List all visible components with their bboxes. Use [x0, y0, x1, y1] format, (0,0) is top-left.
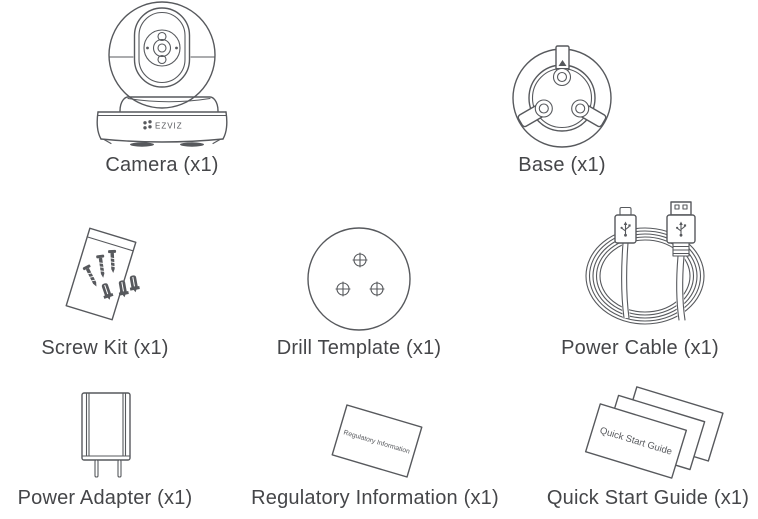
- base-screw-hole: [552, 67, 572, 87]
- adapter-prong: [117, 459, 122, 478]
- screw-icon: [82, 264, 97, 287]
- drill-template-icon: [307, 227, 411, 331]
- base-label: Base (x1): [518, 154, 606, 176]
- item-regulatory-information: Regulatory Information Regulatory Inform…: [245, 378, 505, 513]
- power-adapter-icon: [81, 392, 131, 478]
- camera-label: Camera (x1): [105, 154, 219, 176]
- base-icon: [512, 45, 612, 148]
- anchor-icon: [118, 280, 129, 298]
- drill-mark-icon: [369, 281, 385, 297]
- adapter-body: [81, 392, 131, 461]
- camera-neck: [119, 96, 219, 112]
- quick-start-guide-icon: Quick Start Guide: [584, 386, 724, 479]
- regulatory-information-icon: Regulatory Information: [331, 404, 423, 478]
- item-power-adapter: Power Adapter (x1): [0, 378, 235, 513]
- adapter-prong: [94, 459, 99, 478]
- item-drill-template: Drill Template (x1): [229, 200, 489, 363]
- camera-lens-panel: [143, 29, 181, 67]
- anchor-icon: [101, 283, 114, 300]
- power-adapter-label: Power Adapter (x1): [17, 487, 193, 509]
- screw-icon: [108, 249, 117, 273]
- camera-icon: EZVIZ: [96, 1, 228, 147]
- cable-coil: [585, 227, 705, 325]
- anchor-icon: [129, 275, 140, 293]
- screw-kit-label: Screw Kit (x1): [41, 337, 169, 359]
- camera-head: [108, 1, 216, 109]
- item-screw-kit: Screw Kit (x1): [0, 200, 235, 363]
- ezviz-logo-icon: EZVIZ: [143, 120, 183, 131]
- ezviz-logo-text: EZVIZ: [155, 122, 183, 131]
- item-camera: EZVIZ Camera (x1): [32, 0, 292, 180]
- guide-sheet-front: [584, 403, 688, 479]
- screw-icon: [96, 254, 106, 278]
- drill-mark-icon: [335, 281, 351, 297]
- usb-a-connector-icon: [666, 201, 696, 257]
- item-quick-start-guide: Quick Start Guide Quick Start Guide (x1): [518, 378, 758, 513]
- quick-start-guide-label: Quick Start Guide (x1): [546, 487, 750, 509]
- regulatory-information-label: Regulatory Information (x1): [251, 487, 499, 509]
- base-tab-top: [555, 45, 570, 71]
- item-base: Base (x1): [432, 0, 692, 180]
- drill-template-label: Drill Template (x1): [276, 337, 442, 359]
- drill-template-sheet: [307, 227, 411, 331]
- drill-mark-icon: [352, 252, 368, 268]
- base-screw-hole: [571, 99, 590, 118]
- micro-usb-connector-icon: [614, 206, 637, 244]
- screw-kit-icon: [65, 227, 140, 321]
- base-screw-hole: [534, 99, 553, 118]
- item-power-cable: Power Cable (x1): [510, 200, 758, 363]
- camera-foot: [180, 142, 204, 147]
- power-cable-icon: [585, 201, 705, 325]
- power-cable-label: Power Cable (x1): [561, 337, 719, 359]
- camera-lens: [152, 38, 172, 58]
- regulatory-sheet: [331, 404, 423, 478]
- camera-foot: [130, 142, 154, 147]
